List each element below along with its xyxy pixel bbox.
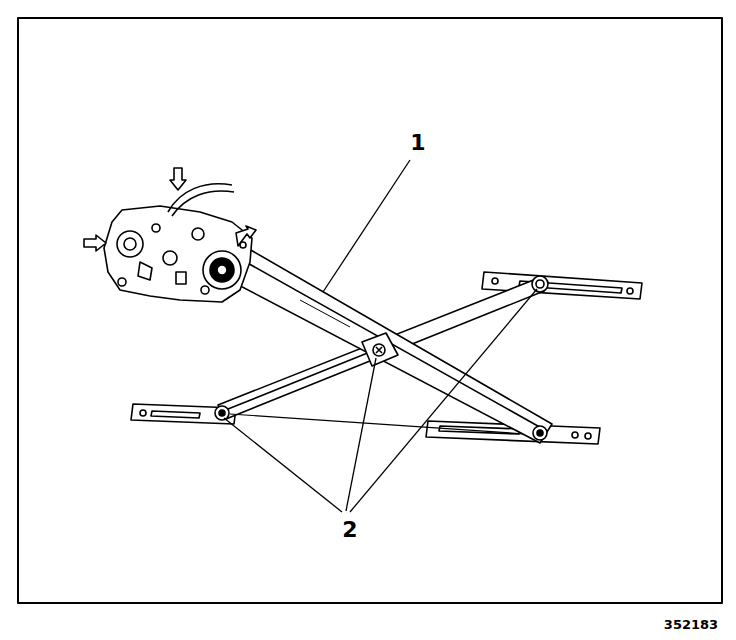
arrow xyxy=(84,168,256,251)
roller xyxy=(215,276,548,440)
callout-number: 2 xyxy=(342,519,357,541)
frame xyxy=(18,18,722,603)
leader-line xyxy=(224,160,537,512)
figure-number: 352183 xyxy=(664,618,718,631)
lift-arm xyxy=(206,238,552,443)
motor-housing xyxy=(104,206,252,302)
callout-number: 1 xyxy=(410,132,425,154)
center-pivot xyxy=(362,333,398,366)
